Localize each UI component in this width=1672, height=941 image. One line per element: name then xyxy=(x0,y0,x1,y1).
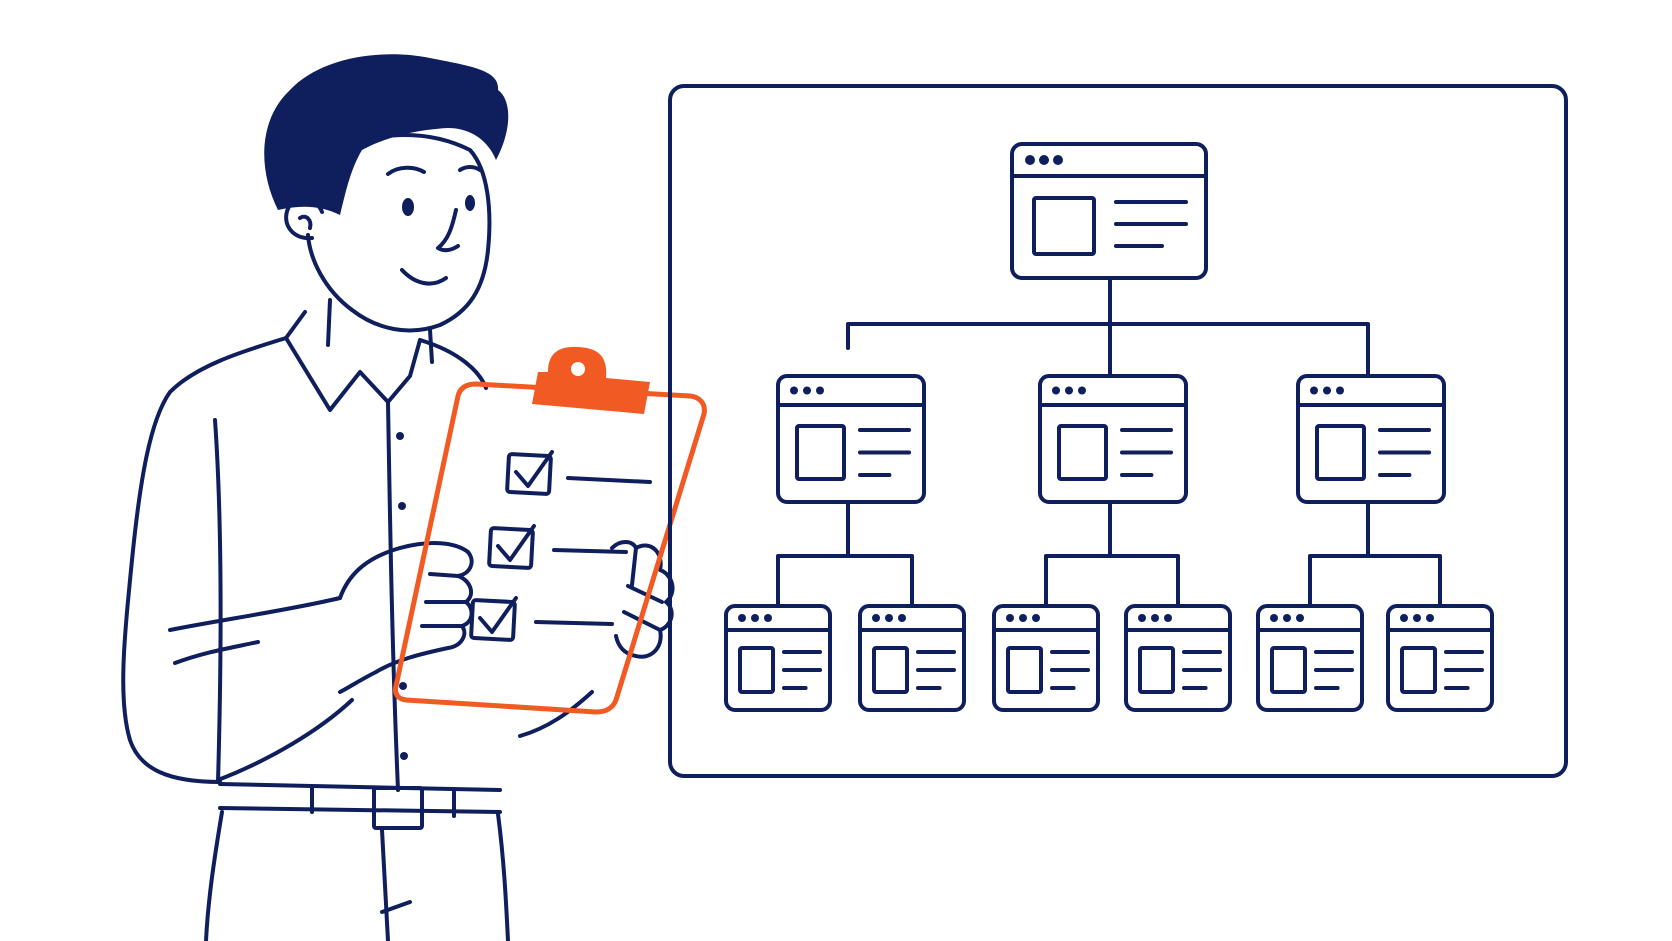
sitemap-node-root xyxy=(1010,142,1208,280)
person-eye-right xyxy=(465,195,475,211)
sitemap-panel xyxy=(668,84,1568,778)
checklist-item xyxy=(505,450,652,496)
person-face xyxy=(306,133,492,333)
person-nose xyxy=(436,208,460,253)
person-eyebrow-left xyxy=(386,165,426,176)
person-shirt-placket xyxy=(386,400,400,792)
sitemap-node-level3 xyxy=(1256,604,1364,712)
person-collar xyxy=(284,310,422,412)
checklist-item xyxy=(469,596,614,642)
window-icon xyxy=(776,374,926,504)
checklist-item xyxy=(487,524,628,570)
person xyxy=(121,54,675,941)
person-eye-left xyxy=(402,198,414,216)
window-icon xyxy=(992,604,1100,712)
sitemap-node-level3 xyxy=(858,604,966,712)
checkbox-checked-icon xyxy=(469,598,517,642)
window-icon xyxy=(858,604,966,712)
person-shirt xyxy=(121,336,288,784)
window-icon xyxy=(1296,374,1446,504)
window-icon xyxy=(1124,604,1232,712)
window-icon xyxy=(1386,604,1494,712)
window-icon xyxy=(1038,374,1188,504)
checkbox-checked-icon xyxy=(487,526,535,570)
window-icon xyxy=(724,604,832,712)
person-trousers xyxy=(204,810,224,941)
window-icon xyxy=(1256,604,1364,712)
checkbox-checked-icon xyxy=(505,452,553,496)
sitemap-node-level3 xyxy=(1386,604,1494,712)
person-left-arm xyxy=(168,596,342,632)
sitemap-node-level3 xyxy=(1124,604,1232,712)
clipboard-board xyxy=(393,381,707,715)
sitemap-node-level3 xyxy=(724,604,832,712)
person-ear xyxy=(284,197,324,241)
window-icon xyxy=(1010,142,1208,280)
person-left-hand xyxy=(338,541,474,694)
sitemap-node-level3 xyxy=(992,604,1100,712)
sitemap-connectors xyxy=(776,276,1442,608)
person-belt xyxy=(218,782,502,830)
sitemap-node-level2 xyxy=(776,374,926,504)
person-mouth xyxy=(400,268,448,286)
clipboard-clip-icon xyxy=(532,346,650,414)
clipboard xyxy=(393,346,707,715)
sitemap-node-level2 xyxy=(1038,374,1188,504)
sitemap-frame xyxy=(668,84,1568,778)
sitemap-node-level2 xyxy=(1296,374,1446,504)
person-eyebrow-right xyxy=(458,165,482,172)
